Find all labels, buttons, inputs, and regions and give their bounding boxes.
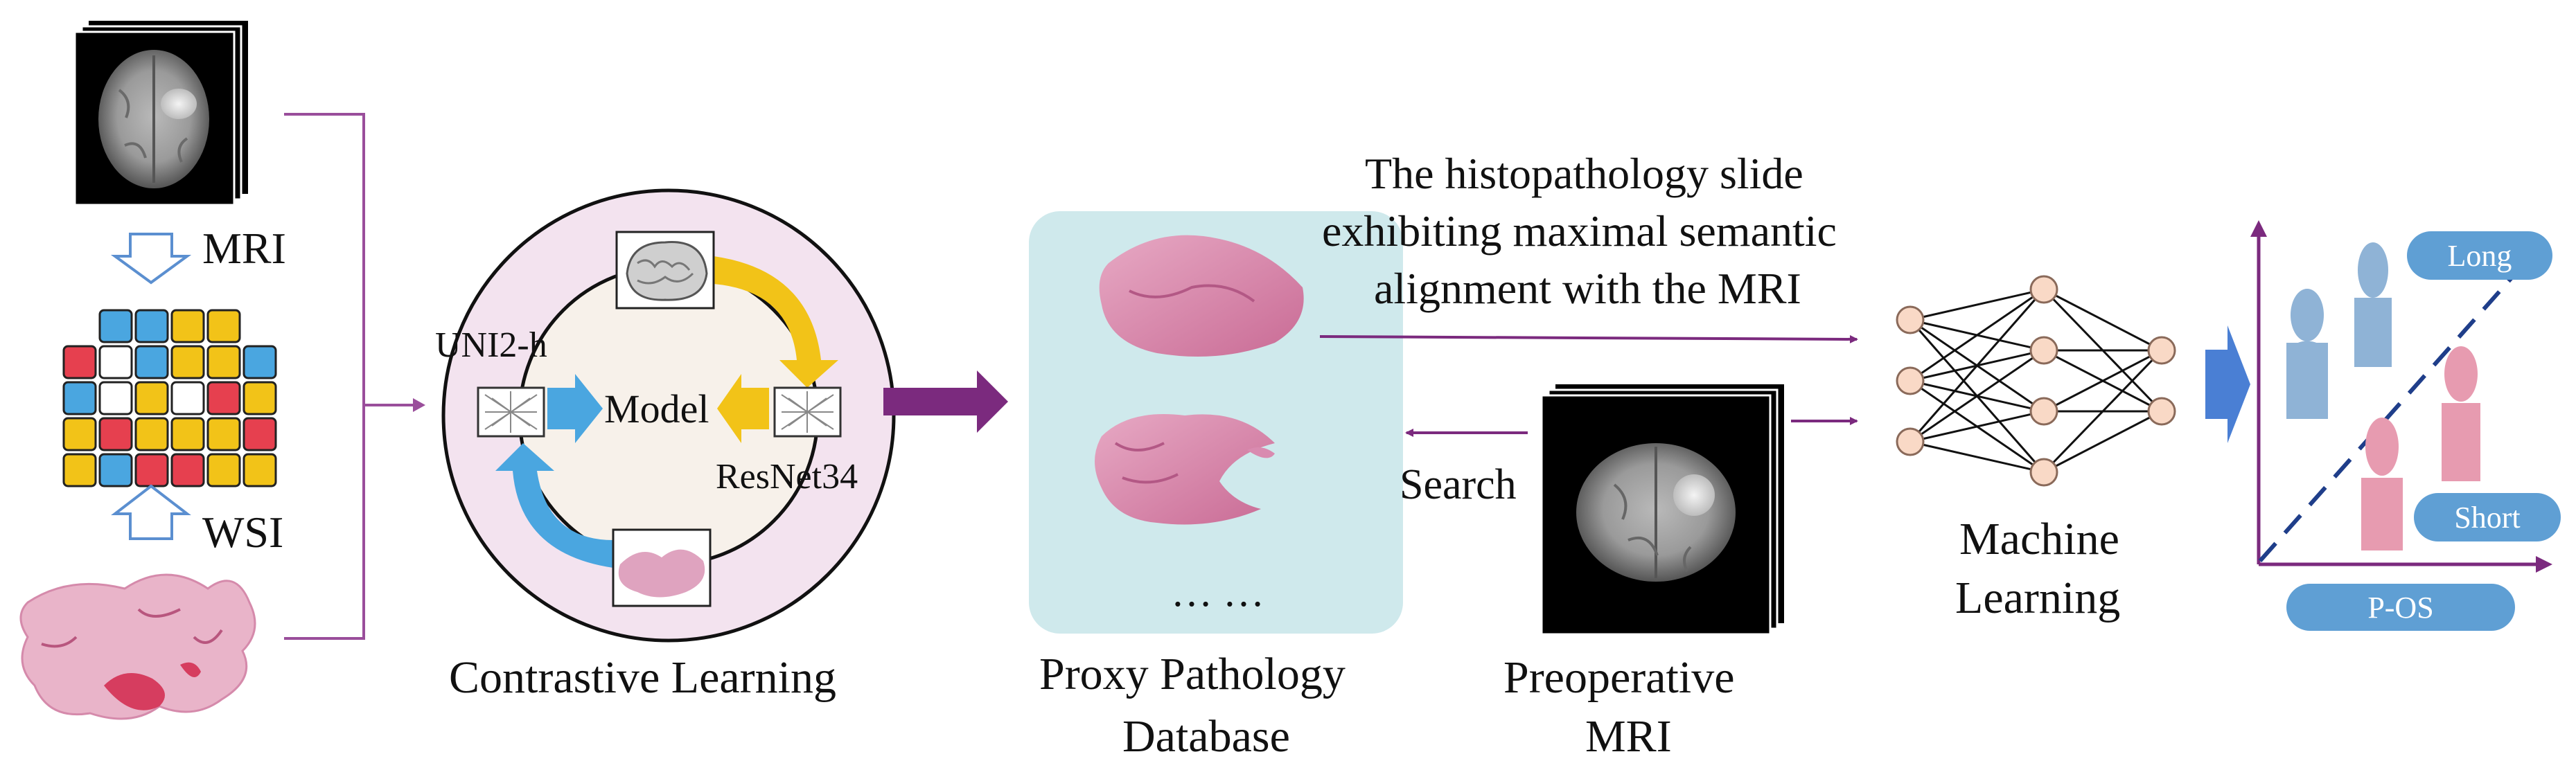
pos-axis-badge: P-OS	[2286, 584, 2515, 631]
network-edge	[2043, 288, 2162, 352]
network-node	[2147, 397, 2176, 426]
yellow-arc-arrow	[714, 256, 838, 388]
network-node	[2029, 275, 2058, 304]
network-edge	[1909, 288, 2045, 382]
network-edge	[1909, 440, 2045, 474]
grid-cell	[206, 309, 241, 343]
grid-cell	[170, 345, 205, 379]
pathology-thumbnail	[612, 528, 712, 607]
alignment-note-line3: alignment with the MRI	[1374, 264, 1801, 313]
grid-cell	[62, 345, 97, 379]
network-edge	[1909, 288, 2045, 321]
grid-cell	[98, 381, 133, 415]
wsi-thumbnail	[19, 573, 256, 720]
long-badge: Long	[2407, 231, 2552, 280]
preop-caption-line1: Preoperative	[1503, 652, 1735, 703]
short-survivor-person-icon	[2361, 418, 2403, 550]
network-edge	[1909, 289, 2045, 442]
grid-cell	[242, 381, 277, 415]
blue-right-arrow	[547, 374, 603, 443]
grid-cell	[134, 309, 169, 343]
brain-thumbnail	[615, 231, 715, 310]
preop-caption-line2: MRI	[1585, 711, 1672, 762]
grid-cell	[98, 345, 133, 379]
blue-output-arrow	[2205, 325, 2250, 443]
grid-cell	[242, 453, 277, 487]
mri-stack-icon	[73, 21, 248, 206]
network-node	[2029, 336, 2058, 365]
long-survivor-person-icon	[2354, 242, 2392, 367]
grid-cell	[170, 417, 205, 451]
preop-mri-stack-icon	[1540, 384, 1784, 636]
network-edge	[2043, 349, 2163, 474]
grid-cell	[134, 381, 169, 415]
grid-cell	[62, 381, 97, 415]
ml-caption-line2: Learning	[1955, 573, 2120, 623]
grid-cell	[170, 309, 205, 343]
alignment-note-line2: exhibiting maximal semantic	[1322, 206, 1837, 256]
database-caption-line1: Proxy Pathology	[1039, 649, 1346, 699]
blue-arc-arrow	[495, 443, 613, 568]
grid-cell	[98, 309, 133, 343]
up-arrow-icon	[111, 484, 191, 540]
grid-cell	[206, 417, 241, 451]
neural-network-icon	[1896, 275, 2176, 487]
contrastive-caption: Contrastive Learning	[449, 652, 836, 703]
network-node	[1896, 427, 1925, 456]
short-badge: Short	[2414, 493, 2561, 541]
big-purple-arrow	[883, 370, 1008, 433]
network-edge	[1909, 410, 2045, 443]
database-to-ml-arrow	[1319, 334, 1858, 343]
grid-cell	[62, 453, 97, 487]
database-caption-line2: Database	[1122, 711, 1290, 762]
uni2h-network-icon	[477, 386, 545, 438]
short-survivor-person-icon	[2442, 346, 2480, 481]
grid-cell	[206, 381, 241, 415]
grid-cell	[134, 417, 169, 451]
search-label: Search	[1400, 461, 1517, 508]
network-edge	[1909, 349, 2045, 443]
grid-cell	[98, 417, 133, 451]
grid-cell	[242, 417, 277, 451]
survival-axes	[2250, 220, 2552, 573]
grid-cell	[206, 345, 241, 379]
network-node	[1896, 366, 1925, 395]
alignment-note-line1: The histopathology slide	[1365, 149, 1803, 198]
long-survivor-person-icon	[2286, 289, 2328, 419]
survival-threshold-line	[2258, 269, 2521, 562]
ml-caption-line1: Machine	[1959, 514, 2119, 564]
pathology-slide-1	[1099, 235, 1304, 357]
grid-cell	[170, 381, 205, 415]
grid-cell	[134, 453, 169, 487]
mri-label: MRI	[202, 224, 286, 273]
network-node	[2029, 397, 2058, 426]
wsi-label: WSI	[202, 508, 283, 557]
database-ellipsis: … …	[1171, 569, 1264, 615]
network-node	[2147, 336, 2176, 365]
yellow-left-arrow	[717, 374, 769, 443]
grid-cell	[62, 417, 97, 451]
input-connector	[284, 113, 416, 640]
pathology-slide-2	[1095, 414, 1275, 525]
model-label: Model	[604, 386, 709, 431]
token-grid	[62, 309, 277, 487]
uni2h-label: UNI2-h	[435, 325, 547, 365]
grid-cell	[206, 453, 241, 487]
network-edge	[2043, 349, 2162, 413]
grid-cell	[98, 453, 133, 487]
connector-arrowhead	[413, 398, 425, 412]
resnet34-label: ResNet34	[716, 457, 858, 496]
grid-cell	[134, 345, 169, 379]
network-node	[1896, 305, 1925, 334]
grid-cell	[242, 345, 277, 379]
resnet34-network-icon	[773, 386, 842, 438]
grid-cell	[170, 453, 205, 487]
network-edge	[2043, 410, 2162, 474]
network-node	[2029, 458, 2058, 487]
down-arrow-icon	[110, 233, 192, 285]
